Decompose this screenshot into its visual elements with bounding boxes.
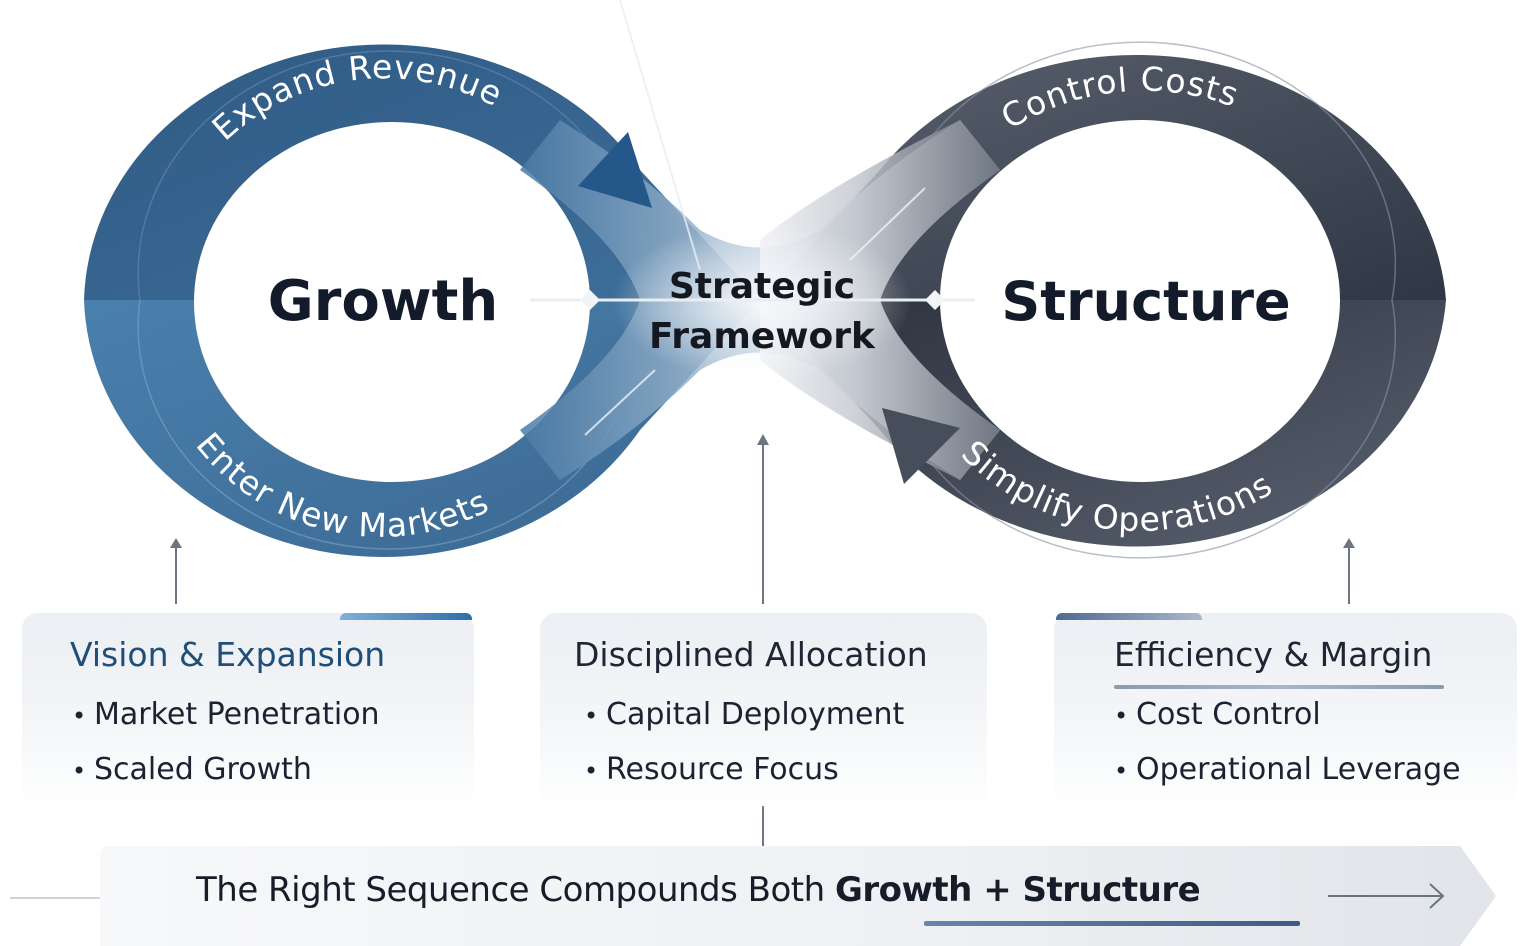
structure-title: Structure: [1001, 270, 1290, 333]
structure-loop: [760, 41, 1446, 559]
up-arrow-icon: [1343, 538, 1355, 548]
card-list: •Capital Deployment •Resource Focus: [584, 697, 904, 807]
title-underline: [1114, 685, 1444, 689]
card-title: Vision & Expansion: [70, 635, 386, 674]
list-item: •Capital Deployment: [584, 697, 905, 732]
card-efficiency-margin: Efficiency & Margin •Cost Control •Opera…: [1054, 613, 1517, 813]
list-item: •Market Penetration: [72, 697, 380, 732]
list-item: •Scaled Growth: [72, 752, 312, 787]
banner-emphasis: Growth + Structure: [834, 870, 1201, 910]
arrow-right-icon: [1328, 883, 1445, 909]
bullet-icon: •: [72, 757, 87, 785]
banner-prefix: The Right Sequence Compounds Both: [196, 870, 835, 910]
growth-ring-top: [84, 44, 760, 301]
emphasis-underline: [924, 921, 1300, 926]
center-title-line1: Strategic: [669, 266, 855, 307]
summary-banner: The Right Sequence Compounds Both Growth…: [100, 846, 1496, 946]
up-arrow-icon: [170, 538, 182, 548]
center-title-line2: Framework: [649, 316, 876, 357]
connector-left: [170, 538, 182, 604]
card-list: •Market Penetration •Scaled Growth: [72, 697, 380, 807]
banner-text: The Right Sequence Compounds Both Growth…: [196, 870, 1201, 910]
card-accent-bar: [340, 613, 472, 620]
structure-ring-top: [760, 54, 1446, 301]
bullet-icon: •: [72, 702, 87, 730]
list-item: •Operational Leverage: [1114, 752, 1461, 787]
arrow-head-structure-icon: [882, 408, 960, 484]
list-item: •Resource Focus: [584, 752, 839, 787]
growth-loop: [84, 44, 760, 558]
growth-title: Growth: [268, 269, 498, 334]
bullet-icon: •: [1114, 757, 1129, 785]
arrow-head-growth-icon: [578, 132, 652, 208]
card-title: Efficiency & Margin: [1114, 635, 1433, 674]
bullet-icon: •: [584, 757, 599, 785]
card-accent-bar: [1056, 613, 1202, 620]
up-arrow-icon: [757, 434, 769, 445]
bullet-icon: •: [584, 702, 599, 730]
connector-right: [1343, 538, 1355, 604]
list-item: •Cost Control: [1114, 697, 1321, 732]
structure-ring-bottom: [760, 300, 1446, 547]
center-crossing: [520, 0, 1000, 480]
card-disciplined-allocation: Disciplined Allocation •Capital Deployme…: [540, 613, 987, 813]
card-list: •Cost Control •Operational Leverage: [1114, 697, 1461, 807]
card-title: Disciplined Allocation: [574, 635, 928, 674]
bullet-icon: •: [1114, 702, 1129, 730]
card-vision-expansion: Vision & Expansion •Market Penetration •…: [22, 613, 474, 813]
growth-ring-bottom: [84, 300, 760, 558]
